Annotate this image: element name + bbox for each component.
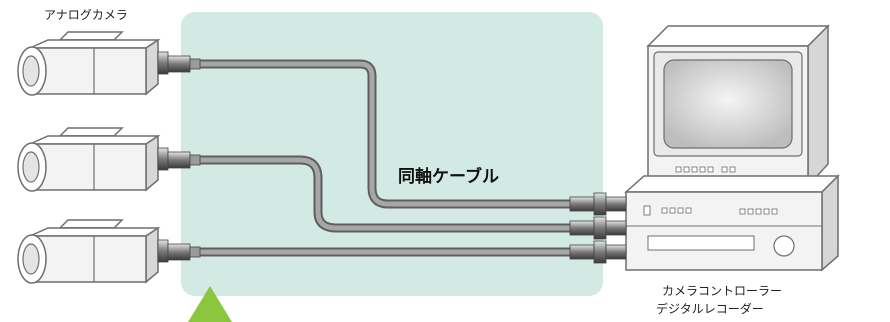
camera-label: アナログカメラ xyxy=(44,8,128,22)
coax-cables xyxy=(195,59,575,257)
cable-label: 同軸ケーブル xyxy=(398,167,499,187)
recorder-label-line2: デジタルレコーダー xyxy=(656,302,764,316)
digital-recorder-icon xyxy=(624,174,840,272)
arrow-up-icon xyxy=(188,286,232,322)
bnc-connector xyxy=(569,192,627,216)
analog-camera-icon xyxy=(17,219,201,284)
recorder-label-line1: カメラコントローラー xyxy=(662,284,783,298)
analog-camera-icon xyxy=(17,127,201,192)
analog-camera-icon xyxy=(17,31,201,96)
crt-monitor-icon xyxy=(646,24,830,188)
bnc-connector xyxy=(569,216,627,240)
bnc-connector xyxy=(569,240,627,264)
